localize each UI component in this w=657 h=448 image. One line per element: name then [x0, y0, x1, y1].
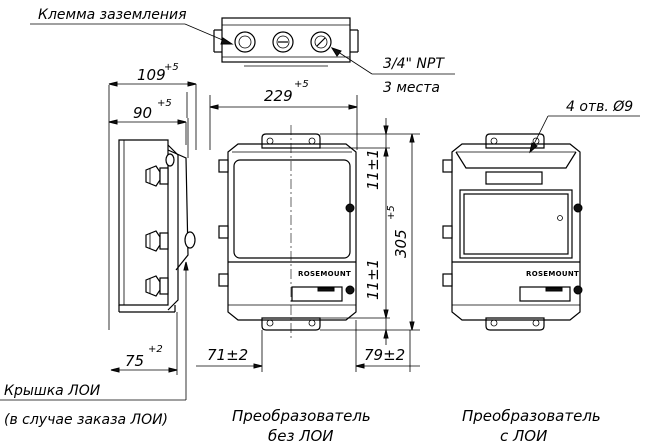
dim-75: 75 [125, 352, 144, 370]
side-fitting-1 [145, 165, 169, 187]
dim-11-lower: 11±1 [364, 259, 382, 300]
side-fitting-2 [145, 230, 169, 252]
dim-305: 305 [392, 229, 410, 258]
lcd-cover-label-2: (в случае заказа ЛОИ) [4, 412, 168, 428]
conduit-entry-3 [310, 31, 332, 53]
captions: Преобразователь без ЛОИ Преобразователь … [232, 407, 601, 445]
holes-label: 4 отв. Ø9 [566, 99, 633, 115]
conduit-entry-1 [234, 31, 256, 53]
npt-callout: 3/4" NPT 3 места [330, 47, 455, 96]
dim-109: 109 [137, 66, 166, 84]
dim-75-tol: +2 [148, 344, 163, 355]
side-dimensions: 109 +5 90 +5 75 +2 [108, 62, 197, 375]
brand-logo-no-lcd: ROSEMOUNT [298, 270, 351, 278]
lcd-cover-label-1: Крышка ЛОИ [4, 383, 101, 399]
side-fitting-3 [145, 275, 169, 297]
dim-229-tol: +5 [294, 79, 309, 90]
caption-no-lcd-1: Преобразователь [232, 407, 371, 425]
side-view [118, 139, 196, 313]
front-view-no-lcd: ROSEMOUNT [218, 133, 357, 331]
dim-11-upper: 11±1 [364, 149, 382, 190]
dim-79: 79±2 [364, 346, 405, 364]
dim-90: 90 [133, 104, 152, 122]
ground-terminal-callout: Клемма заземления [30, 7, 234, 45]
holes-callout: 4 отв. Ø9 [529, 99, 640, 154]
front-view-with-lcd: ROSEMOUNT [442, 133, 583, 331]
lcd-cover-callout: Крышка ЛОИ (в случае заказа ЛОИ) [0, 261, 189, 428]
conduit-entry-2 [272, 31, 294, 53]
top-view [213, 17, 359, 67]
caption-lcd-1: Преобразователь [462, 407, 601, 425]
dim-90-tol: +5 [157, 98, 172, 109]
npt-count-label: 3 места [383, 80, 440, 96]
npt-label: 3/4" NPT [383, 56, 445, 72]
caption-no-lcd-2: без ЛОИ [268, 427, 334, 445]
caption-lcd-2: с ЛОИ [500, 427, 547, 445]
brand-logo-with-lcd: ROSEMOUNT [526, 270, 579, 278]
ground-terminal-label: Клемма заземления [38, 7, 187, 23]
dim-305-tol: +5 [386, 205, 397, 220]
dim-109-tol: +5 [164, 62, 179, 73]
dim-229: 229 [264, 87, 293, 105]
front-dimensions: 229 +5 11±1 11±1 305 +5 71±2 [196, 79, 420, 372]
dim-71: 71±2 [207, 346, 248, 364]
